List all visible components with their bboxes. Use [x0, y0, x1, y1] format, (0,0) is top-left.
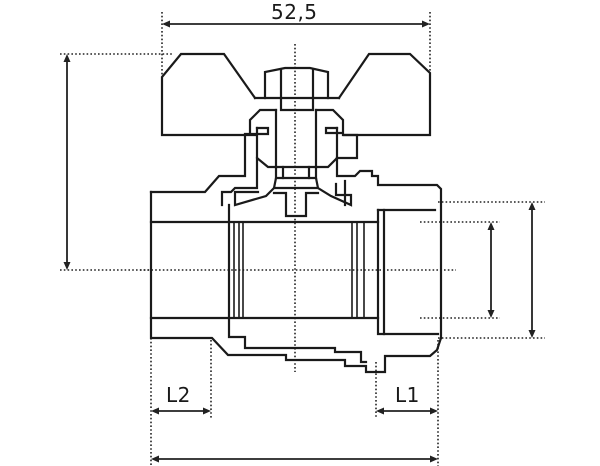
dimension-overall-height	[63, 54, 71, 270]
valve-stem	[272, 108, 320, 218]
dimension-label-l1: L1	[395, 383, 420, 407]
dimension-l1	[376, 407, 438, 415]
handle-nut	[263, 66, 330, 112]
dimension-outer-diameter	[528, 202, 536, 338]
body-neck	[149, 132, 443, 340]
dimension-l2	[151, 407, 211, 415]
gland-nut-left	[248, 108, 278, 169]
center-lines	[140, 44, 456, 372]
gland-nut-right	[314, 108, 359, 169]
extension-lines	[60, 12, 545, 466]
dimension-overall-length	[151, 455, 438, 463]
butterfly-handle	[160, 52, 432, 137]
dimension-label-top-width: 52,5	[271, 0, 318, 24]
dimension-inner-diameter	[487, 222, 495, 318]
dimension-label-l2: L2	[166, 383, 191, 407]
dimension-top-width	[162, 20, 430, 28]
valve-body	[149, 190, 443, 374]
